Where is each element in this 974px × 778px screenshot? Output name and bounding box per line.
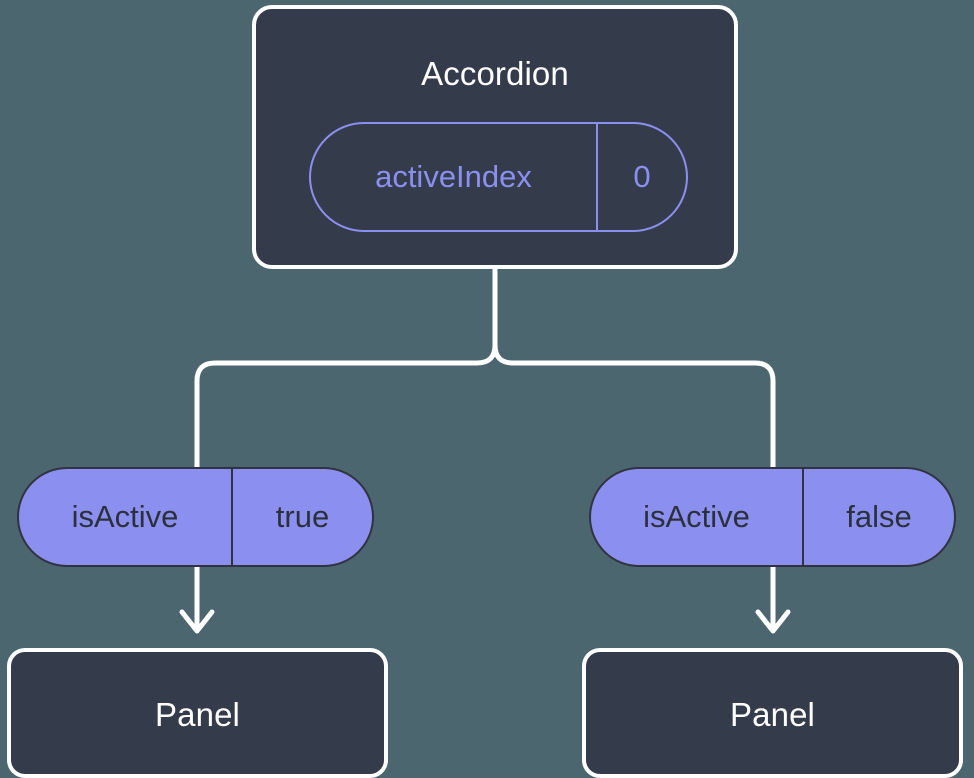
arrow-right	[755, 563, 791, 634]
accordion-component-card[interactable]: Accordion activeIndex 0	[252, 5, 738, 269]
panel-component-card-left[interactable]: Panel	[7, 648, 388, 778]
prop-badge-is-active-false[interactable]: isActive false	[589, 467, 956, 567]
state-badge-value: 0	[633, 159, 651, 194]
prop-badge-key: isActive	[591, 469, 804, 565]
panel-title: Panel	[730, 696, 815, 733]
prop-badge-value: true	[275, 499, 330, 534]
accordion-title: Accordion	[421, 55, 569, 92]
panel-component-card-right[interactable]: Panel	[582, 648, 963, 778]
arrow-left	[179, 563, 215, 634]
state-badge-key: activeIndex	[311, 124, 598, 230]
connector-left-branch	[194, 266, 498, 493]
prop-badge-is-active-true[interactable]: isActive true	[17, 467, 374, 567]
state-badge-active-index[interactable]: activeIndex 0	[309, 122, 688, 232]
connector-right-branch	[492, 266, 776, 493]
prop-badge-key: isActive	[19, 469, 233, 565]
prop-badge-value: false	[846, 499, 912, 534]
panel-title: Panel	[155, 696, 240, 733]
